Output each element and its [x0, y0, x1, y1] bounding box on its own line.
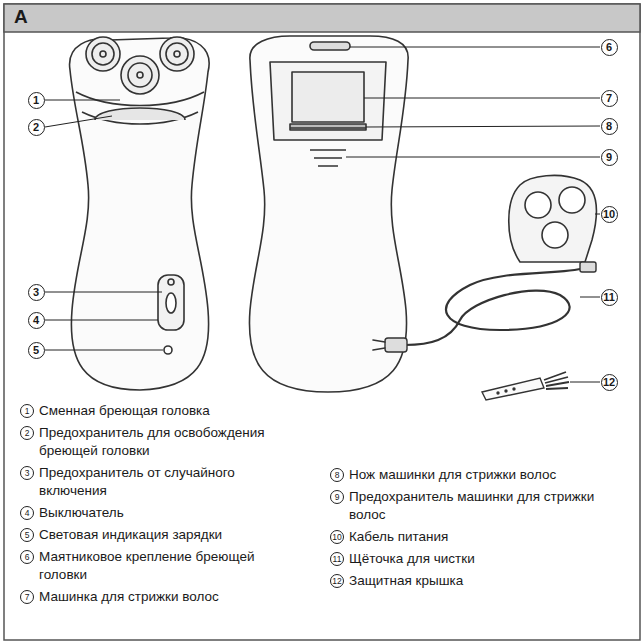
part-name: Нож машинки для стрижки волос: [349, 466, 619, 484]
callout-number: 7: [601, 90, 618, 107]
part-name: Защитная крышка: [349, 572, 619, 590]
callout-number: 2: [28, 119, 45, 136]
legend-number: 1: [20, 404, 34, 418]
callout-number: 10: [601, 206, 618, 223]
part-name: Предохранитель от случайного включения: [39, 464, 289, 500]
part-name: Маятниковое крепление бреющей головки: [39, 548, 289, 584]
callout-number: 9: [601, 149, 618, 166]
legend-number: 4: [20, 506, 34, 520]
callout-number: 1: [28, 92, 45, 109]
legend-number: 6: [20, 550, 34, 564]
section-title: A: [14, 6, 28, 28]
callout-number: 11: [601, 289, 618, 306]
part-name: Машинка для стрижки волос: [39, 588, 289, 606]
legend-number: 2: [20, 426, 34, 440]
legend-number: 7: [20, 590, 34, 604]
callout-number: 5: [28, 342, 45, 359]
callout-number: 8: [601, 118, 618, 135]
part-name: Предохранитель для освобождения бреющей …: [39, 424, 289, 460]
part-name: Предохранитель машинки для стрижки волос: [349, 488, 619, 524]
legend-number: 10: [330, 530, 344, 544]
part-name: Световая индикация зарядки: [39, 526, 289, 544]
part-name: Кабель питания: [349, 528, 619, 546]
legend-number: 11: [330, 552, 344, 566]
part-name: Выключатель: [39, 504, 289, 522]
legend-number: 12: [330, 574, 344, 588]
part-name: Сменная бреющая головка: [39, 402, 289, 420]
callout-number: 6: [601, 39, 618, 56]
legend-number: 5: [20, 528, 34, 542]
legend-number: 8: [330, 468, 344, 482]
callout-number: 3: [28, 284, 45, 301]
callout-number: 4: [28, 312, 45, 329]
callout-number: 12: [601, 374, 618, 391]
part-name: Щёточка для чистки: [349, 550, 619, 568]
legend-number: 9: [330, 490, 344, 504]
legend-number: 3: [20, 466, 34, 480]
